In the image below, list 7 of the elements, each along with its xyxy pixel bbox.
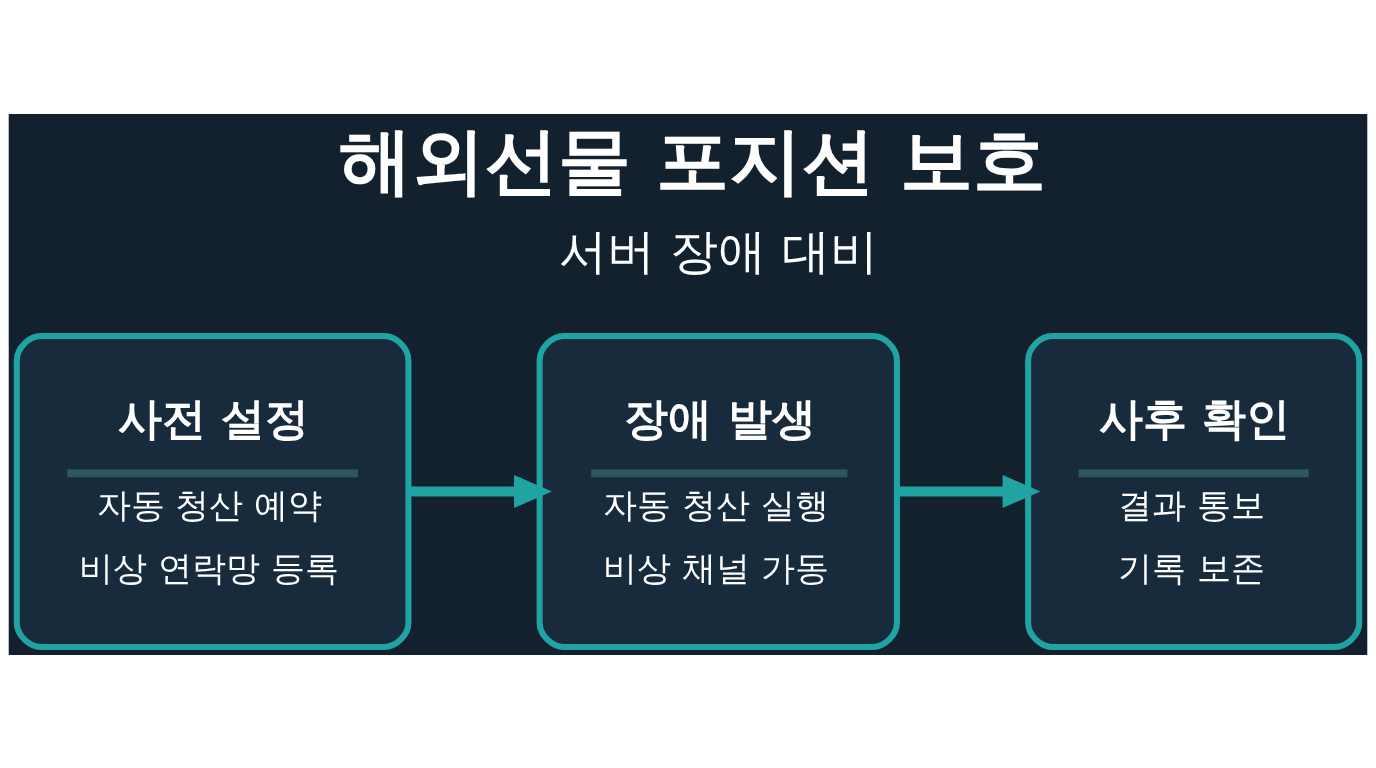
arrow	[408, 474, 552, 508]
diagram-title: 해외선물 포지션 보호	[338, 118, 1047, 203]
label: 서버 장애 대비	[558, 222, 878, 279]
node-box: 장애 발생 자동 청산 실행 비상 채널 가동	[536, 332, 900, 650]
node-box: 사전 설정 자동 청산 예약 비상 연락망 등록	[13, 332, 412, 650]
arrow	[897, 474, 1041, 508]
node-box: 사후 확인 결과 통보 기록 보존	[1025, 332, 1363, 650]
